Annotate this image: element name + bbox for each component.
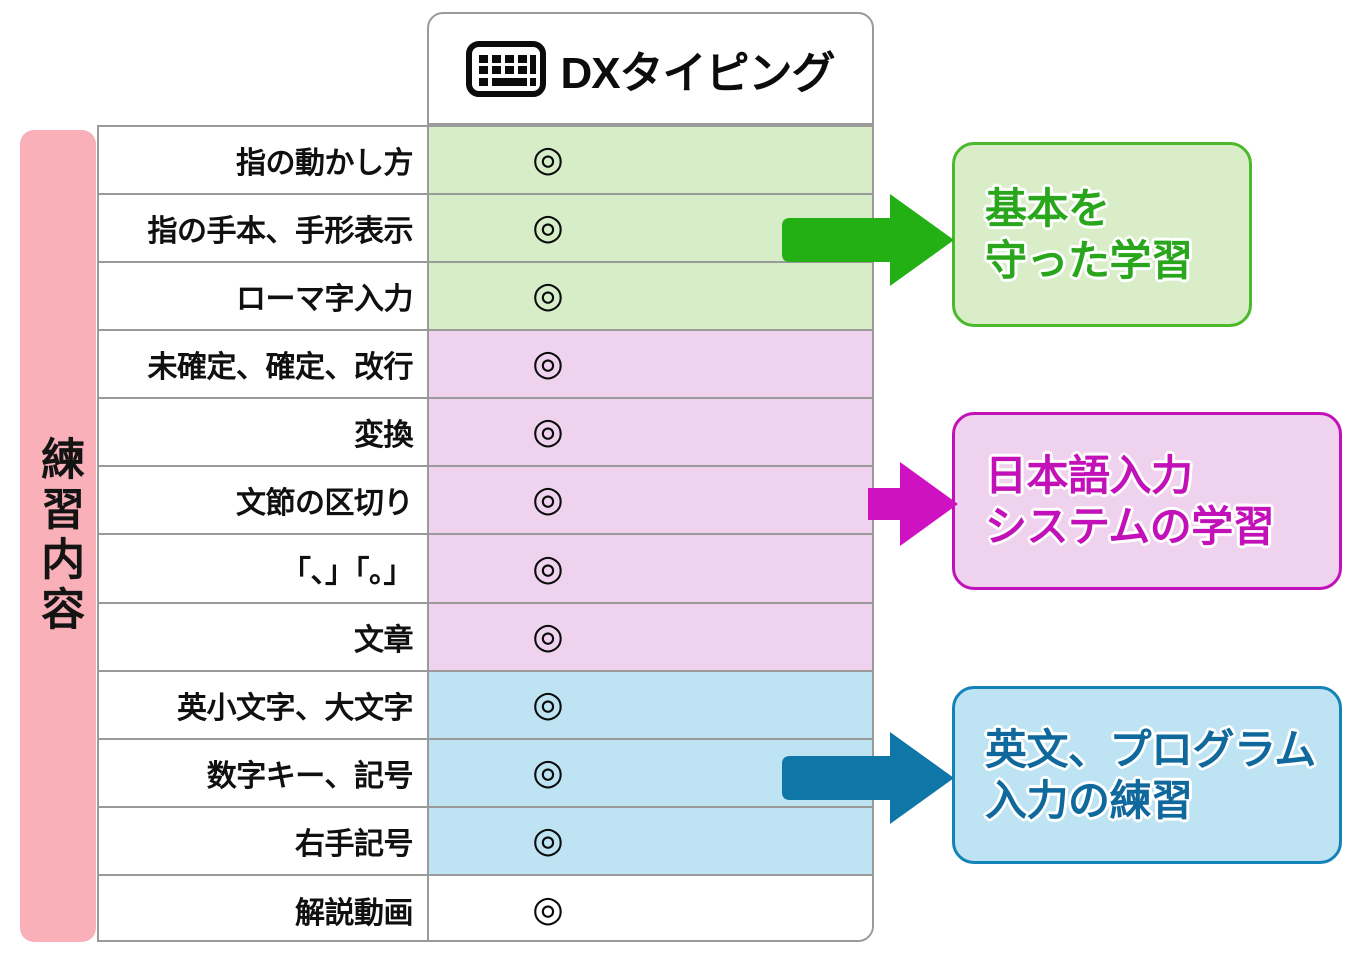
product-title: DXタイピング bbox=[560, 48, 835, 98]
row-mark-cell: ◎ bbox=[429, 603, 872, 670]
row-label: 指の手本、手形表示 bbox=[99, 195, 429, 262]
row-mark-cell: ◎ bbox=[429, 807, 872, 874]
support-mark: ◎ bbox=[532, 207, 564, 249]
table-row: 指の手本、手形表示 ◎ bbox=[99, 195, 872, 264]
keyboard-icon bbox=[466, 40, 547, 97]
table-row: 未確定、確定、改行 ◎ bbox=[99, 331, 872, 400]
row-label: 「、」「。」 bbox=[99, 535, 429, 602]
row-mark-cell: ◎ bbox=[429, 399, 872, 466]
callout-japanese-line2: システムの学習 bbox=[985, 503, 1275, 550]
arrow-right-english-icon bbox=[782, 732, 954, 824]
callout-basic: 基本を 守った学習 bbox=[952, 142, 1252, 327]
arrow-right-basic-icon bbox=[782, 194, 954, 286]
practice-content-label: 練習内容 bbox=[20, 130, 96, 942]
support-mark: ◎ bbox=[532, 683, 564, 725]
table-row: 数字キー、記号 ◎ bbox=[99, 739, 872, 808]
support-mark: ◎ bbox=[532, 411, 564, 453]
row-label: 解説動画 bbox=[99, 875, 429, 940]
row-label: 数字キー、記号 bbox=[99, 739, 429, 806]
support-mark: ◎ bbox=[532, 615, 564, 657]
support-mark: ◎ bbox=[532, 275, 564, 317]
row-mark-cell: ◎ bbox=[429, 467, 872, 534]
arrow-right-japanese-icon bbox=[868, 462, 958, 546]
callout-japanese-line1: 日本語入力 bbox=[985, 451, 1193, 499]
row-mark-cell: ◎ bbox=[429, 671, 872, 738]
row-mark-cell: ◎ bbox=[429, 875, 872, 940]
table-row: 文章 ◎ bbox=[99, 603, 872, 672]
table-row: 文節の区切り ◎ bbox=[99, 467, 872, 536]
row-mark-cell: ◎ bbox=[429, 535, 872, 602]
table-row: 「、」「。」 ◎ bbox=[99, 535, 872, 604]
support-mark: ◎ bbox=[532, 751, 564, 793]
product-header-card: DXタイピング bbox=[427, 12, 874, 125]
callout-japanese-input: 日本語入力 システムの学習 bbox=[952, 412, 1342, 590]
row-label: 未確定、確定、改行 bbox=[99, 331, 429, 398]
support-mark: ◎ bbox=[532, 343, 564, 385]
callout-basic-line2: 守った学習 bbox=[985, 236, 1193, 284]
table-row: 変換 ◎ bbox=[99, 399, 872, 468]
row-mark-cell: ◎ bbox=[429, 331, 872, 398]
support-mark: ◎ bbox=[532, 547, 564, 589]
support-mark: ◎ bbox=[532, 888, 564, 930]
support-mark: ◎ bbox=[532, 819, 564, 861]
callout-english-line2: 入力の練習 bbox=[985, 777, 1193, 824]
table-row: 英小文字、大文字 ◎ bbox=[99, 671, 872, 740]
row-mark-cell: ◎ bbox=[429, 127, 872, 194]
practice-content-label-text: 練習内容 bbox=[34, 436, 84, 636]
row-label: 右手記号 bbox=[99, 807, 429, 874]
support-mark: ◎ bbox=[532, 139, 564, 181]
feature-comparison-table: 指の動かし方 ◎ 指の手本、手形表示 ◎ ローマ字入力 ◎ 未確定、確定、改行 … bbox=[97, 125, 874, 942]
table-row: 解説動画 ◎ bbox=[99, 875, 872, 940]
table-row: ローマ字入力 ◎ bbox=[99, 263, 872, 332]
callout-basic-line1: 基本を bbox=[985, 185, 1110, 233]
row-label: 文章 bbox=[99, 603, 429, 670]
support-mark: ◎ bbox=[532, 479, 564, 521]
row-label: 指の動かし方 bbox=[99, 127, 429, 194]
table-row: 指の動かし方 ◎ bbox=[99, 127, 872, 196]
table-row: 右手記号 ◎ bbox=[99, 807, 872, 876]
row-mark-cell: ◎ bbox=[429, 263, 872, 330]
callout-english-program: 英文、プログラム 入力の練習 bbox=[952, 686, 1342, 864]
row-label: ローマ字入力 bbox=[99, 263, 429, 330]
row-label: 英小文字、大文字 bbox=[99, 671, 429, 738]
callout-english-line1: 英文、プログラム bbox=[985, 725, 1316, 773]
row-label: 文節の区切り bbox=[99, 467, 429, 534]
row-label: 変換 bbox=[99, 399, 429, 466]
